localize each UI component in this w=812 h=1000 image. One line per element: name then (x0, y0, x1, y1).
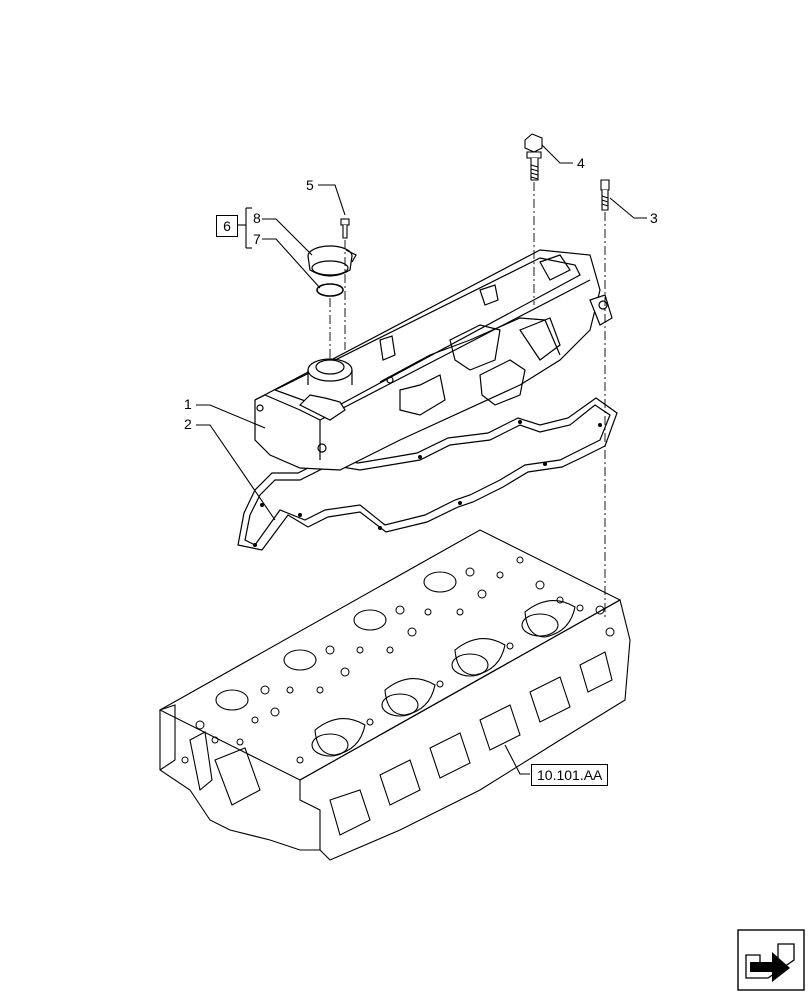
callout-3: 3 (650, 210, 658, 226)
callout-5: 5 (306, 177, 314, 193)
cylinder-head-drawing (158, 529, 631, 861)
assembly-center-lines (329, 182, 606, 620)
gasket-drawing (237, 397, 618, 551)
callout-6-group-box: 6 (216, 215, 238, 237)
callout-8: 8 (253, 210, 261, 226)
oil-filler-cap-drawing (307, 245, 357, 277)
next-page-arrow-icon (737, 929, 805, 991)
callout-7: 7 (253, 231, 261, 247)
callout-2: 2 (184, 416, 192, 432)
callout-4: 4 (577, 155, 585, 171)
o-ring-drawing (316, 283, 344, 297)
bolt-3-drawing (600, 179, 610, 211)
valve-cover-drawing (254, 249, 613, 471)
bolt-4-drawing (524, 133, 543, 181)
reference-link-box[interactable]: 10.101.AA (531, 764, 609, 786)
screw-5-drawing (340, 218, 350, 239)
callout-1: 1 (184, 396, 192, 412)
next-page-button[interactable] (738, 930, 804, 990)
leader-lines (196, 144, 647, 775)
